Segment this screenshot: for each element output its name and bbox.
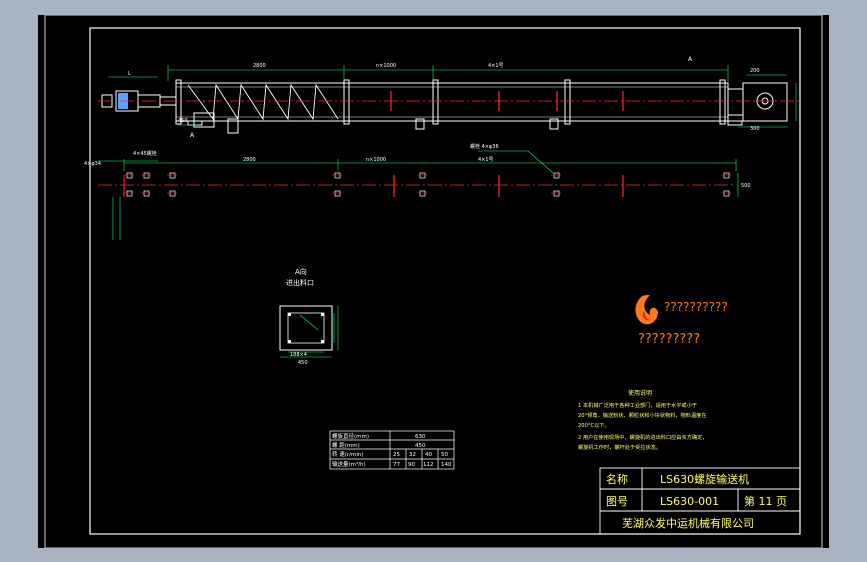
spec-row2-value: 450 [415, 443, 426, 449]
dim-188x4: 188×4 [290, 352, 307, 358]
conveyor-bolt-view [98, 172, 736, 197]
notes-line5: 螺旋机工作时，螺杆处于受拉状态。 [578, 443, 661, 451]
tb-drawing-no-value: LS630-001 [660, 495, 719, 508]
dim-L: L [128, 71, 131, 77]
notes-line3: 200°C以下。 [578, 422, 610, 429]
dim-4x1-top: 4×1号 [488, 63, 504, 69]
logo-text-line2: ????????? [638, 332, 700, 347]
dim-nx1000-bolt: n×1000 [366, 157, 386, 163]
dim-nx1000-top: n×1000 [376, 63, 396, 69]
spec-row4-v2: 90 [408, 462, 415, 468]
top-dimensions [108, 65, 797, 128]
cad-sheet: 2800 n×1000 4×1号 2800 n×1000 4×1号 4×φ34 … [38, 15, 829, 548]
spec-row3-v1: 25 [393, 452, 400, 458]
cad-drawing[interactable]: 2800 n×1000 4×1号 2800 n×1000 4×1号 4×φ34 … [38, 15, 829, 548]
section-a-mark: A [688, 56, 693, 63]
logo-text-line1: ?????????? [664, 300, 728, 314]
section-a2-mark: A [190, 132, 195, 139]
dim-4x45-bolt: 4×45螺栓 [133, 150, 157, 157]
dim-450-port: 450 [298, 360, 308, 366]
port-detail-view [279, 305, 339, 358]
dim-450-a: 450 [178, 118, 188, 124]
spec-row4-v3: 112 [423, 462, 434, 468]
notes-line4: 2 用户在使用现场中，螺旋机的进出料口应由买方确定， [578, 433, 707, 441]
spec-row4-label: 输送量(m³/h) [332, 460, 366, 468]
notes-line2: 20°倾角，输送粉状、颗粒状和小块状物料，物料温度在 [578, 411, 707, 419]
spec-table-grid [329, 430, 455, 470]
spec-row1-value: 630 [415, 434, 426, 440]
tb-drawing-no-label: 图号 [606, 495, 628, 508]
notes-line1: 1 本机械广泛用于各种工业部门，适用于水平或小于 [578, 401, 697, 409]
spec-row1-label: 螺旋直径(mm) [332, 432, 369, 440]
spec-row3-label: 转 速(r/min) [332, 450, 364, 458]
spec-row4-v1: 77 [393, 462, 400, 468]
a-view-label: A向 [295, 267, 307, 276]
dim-2800-top: 2800 [253, 63, 266, 69]
dim-2800-bolt: 2800 [243, 157, 256, 163]
port-view-label: 进出料口 [286, 278, 314, 287]
dim-200: 200 [750, 68, 760, 74]
drawing-border [89, 27, 801, 535]
tb-company: 芜湖众发中运机械有限公司 [622, 516, 754, 530]
dim-500: 500 [741, 183, 751, 189]
outer-frame [44, 15, 823, 548]
conveyor-main-view [98, 79, 800, 134]
spec-row3-v3: 40 [425, 452, 432, 458]
tb-name-value: LS630螺旋输送机 [660, 472, 749, 486]
bolt-dimensions [98, 150, 739, 240]
title-block-grid [599, 467, 801, 535]
dim-4xphi34-a: 4×φ34 [84, 161, 101, 167]
dim-4x1-bolt: 4×1号 [478, 157, 494, 163]
spec-row2-label: 螺 距(mm) [332, 441, 360, 449]
notes-title: 使用说明 [628, 389, 652, 397]
spec-row3-v4: 50 [441, 452, 448, 458]
dim-bolt-4xphi36: 螺栓 4×φ36 [470, 143, 499, 150]
tb-name-label: 名称 [606, 472, 628, 486]
tb-page-label: 第 11 页 [744, 494, 787, 508]
company-logo [635, 295, 658, 325]
spec-row3-v2: 32 [409, 452, 416, 458]
spec-row4-v4: 140 [441, 462, 452, 468]
dim-300: 300 [750, 126, 760, 132]
